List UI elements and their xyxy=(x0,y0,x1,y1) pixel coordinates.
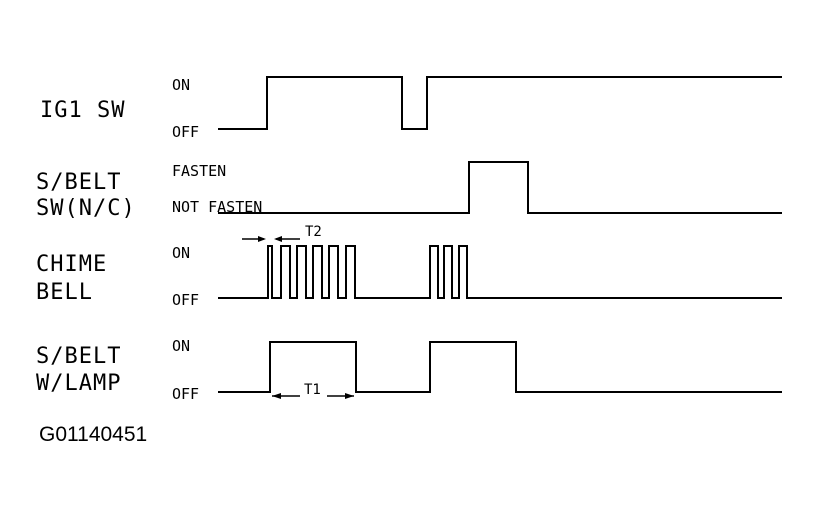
ig1-waveform xyxy=(218,76,782,130)
sbelt-fasten-label: FASTEN xyxy=(172,162,226,180)
ig1-off-label: OFF xyxy=(172,123,199,141)
signal-name-chime-line1: CHIME xyxy=(36,252,107,277)
signal-sbelt-lamp: S/BELT W/LAMP ON OFF T1 xyxy=(36,337,782,403)
signal-name-sbelt-sw-line2: SW(N/C) xyxy=(36,196,136,221)
signal-name-sbelt-sw-line1: S/BELT xyxy=(36,170,121,195)
chime-on-label: ON xyxy=(172,244,190,262)
sbelt-not-fasten-label: NOT FASTEN xyxy=(172,198,262,216)
lamp-waveform xyxy=(218,341,782,393)
signal-sbelt-sw: S/BELT SW(N/C) FASTEN NOT FASTEN xyxy=(36,161,782,221)
lamp-on-label: ON xyxy=(172,337,190,355)
ig1-on-label: ON xyxy=(172,76,190,94)
lamp-off-label: OFF xyxy=(172,385,199,403)
signal-name-lamp-line2: W/LAMP xyxy=(36,371,121,396)
signal-name-lamp-line1: S/BELT xyxy=(36,344,121,369)
figure-id: G01140451 xyxy=(39,423,148,446)
t1-label: T1 xyxy=(304,382,321,398)
chime-off-label: OFF xyxy=(172,291,199,309)
t2-label: T2 xyxy=(305,224,322,240)
t1-marker: T1 xyxy=(272,382,354,399)
signal-chime-bell: CHIME BELL ON OFF T2 xyxy=(36,224,782,309)
signal-ig1-sw: IG1 SW ON OFF xyxy=(40,76,782,141)
t2-marker: T2 xyxy=(242,224,322,242)
signal-name-chime-line2: BELL xyxy=(36,280,93,305)
sbelt-sw-waveform xyxy=(218,161,782,214)
signal-name-ig1: IG1 SW xyxy=(40,98,125,123)
chime-waveform xyxy=(218,245,782,299)
